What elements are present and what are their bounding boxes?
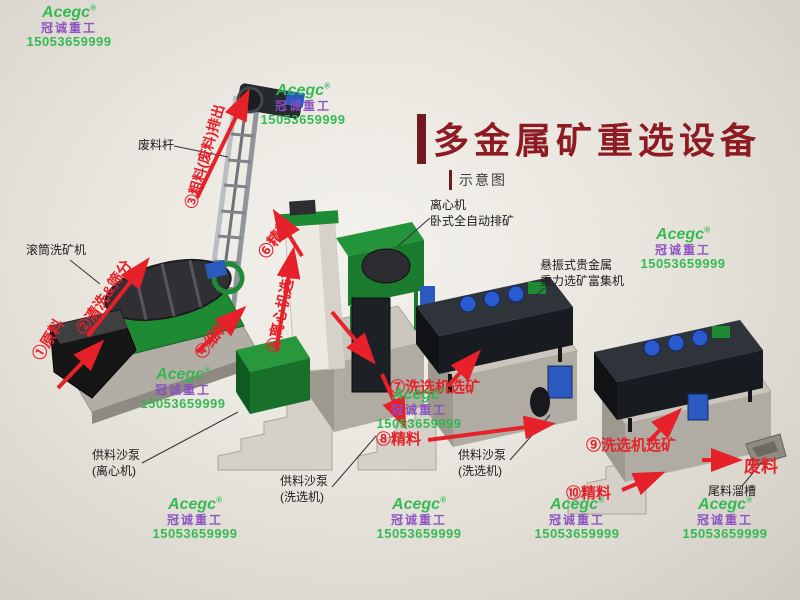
elevator-motor xyxy=(284,90,306,108)
brand-company: 冠诚重工 xyxy=(654,242,711,257)
flow-step-10-concentrate: ⑩精料 xyxy=(566,485,612,502)
brand-phone: 15053659999 xyxy=(376,416,462,432)
flow-step-7-washer-separation: ⑦洗选机选矿 xyxy=(390,379,481,396)
brand-company: 冠诚重工 xyxy=(548,512,605,527)
brand-phone: 15053659999 xyxy=(140,396,226,412)
feed-sand-pump-box xyxy=(236,336,310,372)
title-accent-bar xyxy=(417,114,426,164)
callout-centrifuge: 离心机 卧式全自动排矿 xyxy=(430,198,515,228)
brand-name: Acegc® xyxy=(550,495,604,513)
watermark: Acegc® 冠诚重工 15053659999 xyxy=(256,82,350,128)
brand-name: Acegc® xyxy=(392,385,446,403)
brand-phone: 15053659999 xyxy=(376,526,462,542)
washer-motor xyxy=(204,259,228,280)
feed-column xyxy=(279,199,346,373)
waste-output-label: 废料 xyxy=(744,457,778,476)
brand-name: Acegc® xyxy=(698,495,752,513)
brand-phone: 15053659999 xyxy=(640,256,726,272)
brand-company: 冠诚重工 xyxy=(696,512,753,527)
brand-phone: 15053659999 xyxy=(260,112,346,128)
brand-name: Acegc® xyxy=(276,81,330,99)
centrifuge-pump xyxy=(420,286,435,306)
watermark: Acegc® 冠诚重工 15053659999 xyxy=(136,366,230,412)
watermark: Acegc® 冠诚重工 15053659999 xyxy=(530,496,624,542)
brand-company: 冠诚重工 xyxy=(390,512,447,527)
callout-drum-washer: 滚筒洗矿机 xyxy=(26,243,87,257)
flow-step-8-concentrate: ⑧精料 xyxy=(376,431,422,448)
brand-name: Acegc® xyxy=(156,365,210,383)
brand-name: Acegc® xyxy=(392,495,446,513)
brand-company: 冠诚重工 xyxy=(154,382,211,397)
callout-feed-pump-centrifuge: 供料沙泵 (离心机) xyxy=(92,448,141,478)
watermark: Acegc® 冠诚重工 15053659999 xyxy=(372,386,466,432)
brand-company: 冠诚重工 xyxy=(40,20,97,35)
flow-step-9-washer-separation: ⑨洗选机选矿 xyxy=(586,437,677,454)
brand-company: 冠诚重工 xyxy=(390,402,447,417)
brand-phone: 15053659999 xyxy=(152,526,238,542)
centrifuge-bowl xyxy=(361,248,411,284)
feed-pump-2 xyxy=(687,393,709,421)
brand-company: 冠诚重工 xyxy=(274,98,331,113)
watermark: Acegc® 冠诚重工 15053659999 xyxy=(678,496,772,542)
flow-arrows xyxy=(56,88,743,496)
brand-name: Acegc® xyxy=(42,3,96,21)
callout-feed-pump-washer-2: 供料沙泵 (洗选机) xyxy=(458,448,507,478)
callout-feed-pump-washer-1: 供料沙泵 (洗选机) xyxy=(280,474,329,504)
callout-waste-rod: 废料杆 xyxy=(138,138,175,152)
brand-phone: 15053659999 xyxy=(534,526,620,542)
brand-phone: 15053659999 xyxy=(26,34,112,50)
page-subtitle: 示意图 xyxy=(449,170,507,190)
watermark: Acegc® 冠诚重工 15053659999 xyxy=(148,496,242,542)
feed-pump-1 xyxy=(547,365,573,399)
page-title: 多金属矿重选设备 xyxy=(433,120,762,161)
callout-suspension-concentrator: 悬振式贵金属 重力选矿富集机 xyxy=(540,258,625,288)
brand-phone: 15053659999 xyxy=(682,526,768,542)
watermark: Acegc® 冠诚重工 15053659999 xyxy=(22,4,116,50)
brand-name: Acegc® xyxy=(168,495,222,513)
centrifuge-body xyxy=(336,222,424,256)
brand-name: Acegc® xyxy=(656,225,710,243)
gravity-concentrator-2 xyxy=(567,320,787,515)
brand-company: 冠诚重工 xyxy=(166,512,223,527)
watermark: Acegc® 冠诚重工 15053659999 xyxy=(372,496,466,542)
watermark: Acegc® 冠诚重工 15053659999 xyxy=(636,226,730,272)
screen-ring xyxy=(211,261,245,295)
callout-tailings-chute: 尾料溜槽 xyxy=(708,484,757,498)
